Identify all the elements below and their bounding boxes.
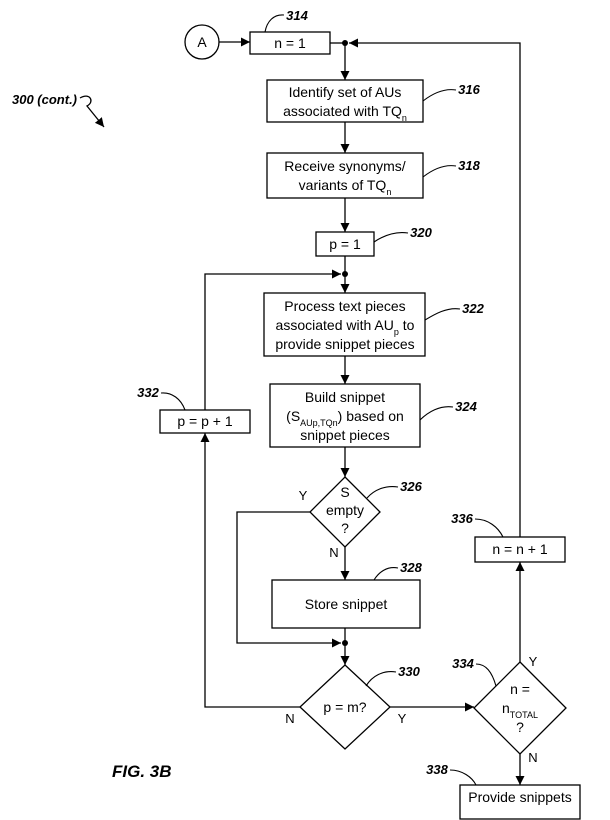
decision-326-no-label: N [329,545,338,560]
arrow-336-loop-to-top [349,38,521,537]
step-322-line-1: Process text pieces [284,298,405,314]
step-324-line-2-text: (S [286,408,300,424]
decision-330-leader [365,671,397,687]
decision-330: p = m? 330 N Y [285,664,421,750]
step-322-ref: 322 [462,301,484,316]
step-316-line-2-subscript: n [402,113,407,123]
step-328-text: Store snippet [305,596,388,612]
step-318-line-2: variants of TQn [299,177,392,197]
step-338-box [459,784,581,820]
decision-326-yes-label: Y [299,488,308,503]
step-328-leader [373,567,399,581]
decision-334-line-2: nTOTAL [502,700,538,720]
decision-326-line-2: empty [326,502,364,518]
decision-330-text: p = m? [323,699,366,715]
step-324-line-3: snippet pieces [300,427,390,443]
step-316-line-1: Identify set of AUs [289,84,402,100]
step-316-line-2-text: associated with TQ [283,103,402,119]
step-316-leader [422,89,457,102]
step-322-line-2: associated with AUp to [276,317,415,337]
decision-334-line-2-text: n [502,700,510,716]
step-314-text: n = 1 [274,35,306,51]
decision-330-diamond [299,664,391,750]
step-318: Receive synonyms/ variants of TQn 318 [266,152,481,199]
step-336-text: n = n + 1 [492,541,547,557]
connector-a: A [184,24,220,60]
decision-334-leader [475,663,497,687]
step-324: Build snippet (SAUp,TQn) based on snippe… [269,383,478,448]
step-336-leader [474,518,504,538]
step-338-ref: 338 [426,762,448,777]
decision-334-no-label: N [528,750,537,765]
decision-334-line-2-subscript: TOTAL [510,710,538,720]
step-318-ref: 318 [458,158,480,173]
step-328-box [271,579,421,629]
step-338-leader [449,769,477,786]
decision-330-ref: 330 [398,664,420,679]
step-320-ref: 320 [410,225,432,240]
step-320-leader [373,232,409,243]
step-332-text: p = p + 1 [177,413,232,429]
step-324-line-1: Build snippet [305,389,385,405]
step-324-line-2: (SAUp,TQn) based on [286,408,404,428]
decision-326-ref: 326 [400,479,422,494]
decision-326-leader [366,486,399,499]
step-322-box [263,292,426,357]
decision-334-yes-label: Y [529,654,538,669]
step-322-line-2-text: associated with AU [276,317,394,333]
step-322-line-2-end: to [399,317,415,333]
decision-334-line-1: n = [510,681,530,697]
arrow-332-to-junction [204,269,341,410]
step-316-box [266,79,424,123]
step-336: n = n + 1 336 [451,511,566,563]
step-338-text: Provide snippets [468,789,572,805]
figure-ref-label: 300 (cont.) [12,92,77,107]
arrow-326-yes-to-junction [236,511,341,648]
step-316: Identify set of AUs associated with TQn … [266,79,481,123]
decision-330-yes-label: Y [398,711,407,726]
step-332: p = p + 1 332 [137,385,251,434]
decision-326-line-3: ? [341,520,349,536]
decision-334-diamond [473,661,567,755]
step-318-line-2-text: variants of TQ [299,177,387,193]
step-328-ref: 328 [400,560,422,575]
step-318-leader [422,165,457,178]
step-322-leader [424,308,461,321]
step-324-line-2-subscript: AUp,TQn [300,418,338,428]
step-320: p = 1 320 [315,225,433,257]
step-318-line-1: Receive synonyms/ [284,158,405,174]
step-320-text: p = 1 [329,236,361,252]
step-314: n = 1 314 [249,8,331,55]
decision-330-no-label: N [285,711,294,726]
step-338: Provide snippets 338 [426,762,581,820]
step-322-line-3: provide snippet pieces [275,336,414,352]
step-322-line-2-subscript: p [394,327,399,337]
step-332-ref: 332 [137,385,159,400]
decision-326-line-1: S [340,484,349,500]
figure-ref-arrow [79,95,105,128]
step-318-box [266,152,424,199]
arrow-330-no-to-332 [200,433,300,708]
step-324-box [269,383,421,448]
step-332-leader [160,392,186,411]
figure-label: FIG. 3B [112,762,172,781]
decision-334-ref: 334 [452,656,474,671]
step-316-ref: 316 [458,82,480,97]
connector-label: A [197,34,207,50]
step-336-ref: 336 [451,511,473,526]
step-324-leader [419,406,454,421]
step-328: Store snippet 328 [271,560,423,629]
step-324-ref: 324 [455,399,477,414]
decision-334-line-3: ? [516,719,524,735]
step-314-ref: 314 [286,8,308,23]
decision-326: S empty ? 326 Y N [299,476,423,560]
step-324-line-2-end: ) based on [338,408,404,424]
step-322: Process text pieces associated with AUp … [263,292,485,357]
step-314-leader [264,14,285,33]
step-316-line-2: associated with TQn [283,103,407,123]
decision-334: n = nTOTAL ? 334 Y N [452,654,567,765]
step-336-box [474,536,566,563]
step-318-line-2-subscript: n [386,187,391,197]
